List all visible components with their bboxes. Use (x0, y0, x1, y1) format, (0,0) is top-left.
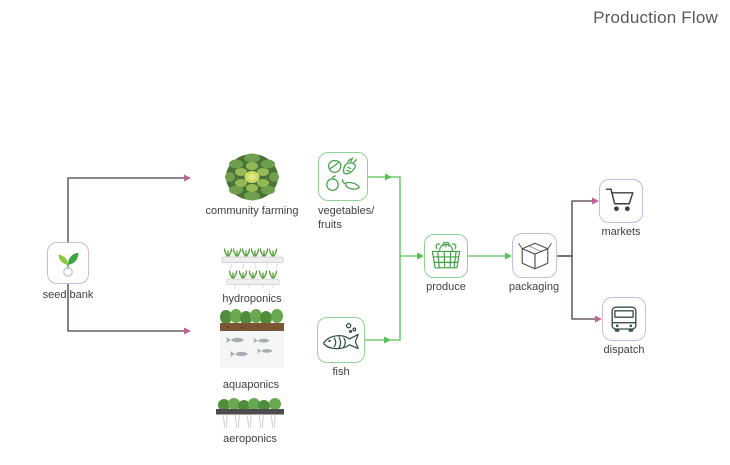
arrowhead (595, 315, 602, 323)
label-aeroponics: aeroponics (223, 433, 277, 445)
vegetables-icon (326, 156, 360, 191)
edge-packaging-markets (557, 200, 592, 257)
label-packaging: packaging (508, 281, 560, 293)
label-dispatch: dispatch (603, 344, 645, 356)
arrowhead (505, 252, 512, 260)
label-seed-bank: seed bank (42, 289, 94, 301)
basket-icon (431, 241, 461, 269)
node-markets (599, 179, 643, 223)
label-markets: markets (601, 226, 641, 238)
node-fish (317, 317, 365, 363)
arrowhead (184, 174, 191, 182)
arrowhead (184, 327, 191, 335)
shopping-cart-icon (605, 188, 634, 212)
label-fruits: fruits (318, 219, 342, 231)
label-produce: produce (426, 281, 466, 293)
node-vegetables-fruits (318, 152, 368, 201)
label-community-farming: community farming (205, 205, 299, 217)
aquaponics-image (220, 309, 284, 368)
arrowhead (385, 173, 392, 181)
seedling-icon (58, 252, 79, 277)
crop-circle-image (225, 153, 279, 201)
page-title: Production Flow (593, 8, 718, 27)
hydroponic-trays-image (221, 248, 284, 289)
label-fish: fish (332, 366, 350, 378)
box-icon (517, 242, 552, 269)
label-hydroponics: hydroponics (222, 293, 282, 305)
edge-packaging-dispatch (557, 255, 595, 320)
label-aquaponics: aquaponics (222, 379, 280, 391)
arrowhead (417, 252, 424, 260)
arrowhead (384, 336, 391, 344)
edge-veg-produce (368, 176, 422, 257)
node-produce (424, 234, 468, 278)
arrowhead (592, 197, 599, 205)
fish-icon (323, 322, 359, 350)
label-vegetables: vegetables/ (318, 205, 375, 217)
edge-seedbank-communityfarming (67, 177, 184, 242)
aeroponics-image (216, 398, 284, 429)
node-seed-bank (47, 242, 89, 284)
node-dispatch (602, 297, 646, 341)
bus-icon (611, 306, 637, 332)
edge-fish-produce (365, 256, 401, 341)
node-packaging (512, 233, 557, 278)
